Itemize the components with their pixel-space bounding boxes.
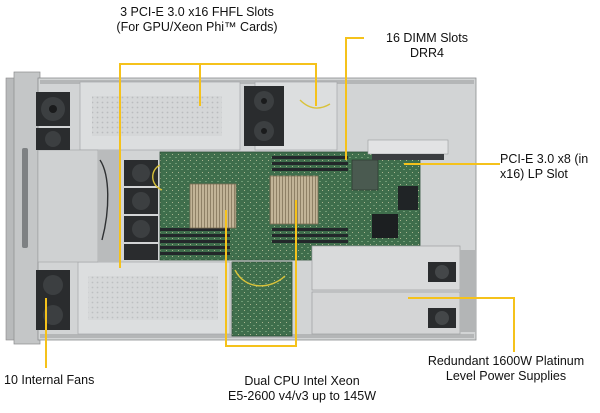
psu-label-line1: Redundant 1600W Platinum [427,354,585,368]
cpu-label-line1: Dual CPU Intel Xeon [244,374,360,388]
fan-icon [244,116,284,146]
drive-bay [37,149,120,263]
internal-fans [36,86,284,330]
fan-icon [36,300,70,330]
dimm-label: 16 DIMM Slots DRR4 [368,31,486,61]
psu-label-line2: Level Power Supplies [445,369,567,383]
fans-label-line1: 10 Internal Fans [4,373,95,387]
cpu-label-line2: E5-2600 v4/v3 up to 145W [227,389,376,403]
fan-icon [124,244,158,260]
dimm-bank-left [160,228,230,255]
pcie-x16-label-line2: (For GPU/Xeon Phi™ Cards) [116,20,278,34]
fan-icon [36,128,70,150]
fan-icon [36,270,70,300]
pcie-x16-label: 3 PCI-E 3.0 x16 FHFL Slots (For GPU/Xeon… [82,5,312,35]
cpu-label: Dual CPU Intel Xeon E5-2600 v4/v3 up to … [222,374,382,404]
pcie-lp-label-line1: PCI-E 3.0 x8 (in [500,152,589,166]
dimm-label-line1: 16 DIMM Slots [386,31,468,45]
pcie-lp-label-line2: x16) LP Slot [500,167,568,181]
dimm-label-line2: DRR4 [409,46,445,60]
fan-icon [244,86,284,116]
fan-icon [36,92,70,126]
dimm-callout-line [345,37,364,160]
gpu-shroud-top [79,81,338,151]
cpu-heatsinks [189,175,319,229]
pcie-lp-label: PCI-E 3.0 x8 (in x16) LP Slot [500,152,600,182]
fan-icon [124,216,158,242]
cpu-callout-line [225,200,297,347]
pcie-x16-label-line1: 3 PCI-E 3.0 x16 FHFL Slots [120,5,274,19]
gpu-shroud-bottom [77,261,231,335]
dimm-slots [160,156,348,255]
cables [99,99,331,287]
pcie-lp-slot [367,139,449,160]
fan-icon [124,188,158,214]
dimm-bank-center [272,156,348,243]
fans-label: 10 Internal Fans [4,373,124,388]
pcie-x16-callout-line [119,63,317,268]
fan-icon [124,160,158,186]
psu-callout-line [408,297,515,352]
psu-fan-icon [428,262,456,328]
callout-lines [45,37,515,368]
power-supplies [311,245,476,335]
psu-label: Redundant 1600W Platinum Level Power Sup… [418,354,594,384]
